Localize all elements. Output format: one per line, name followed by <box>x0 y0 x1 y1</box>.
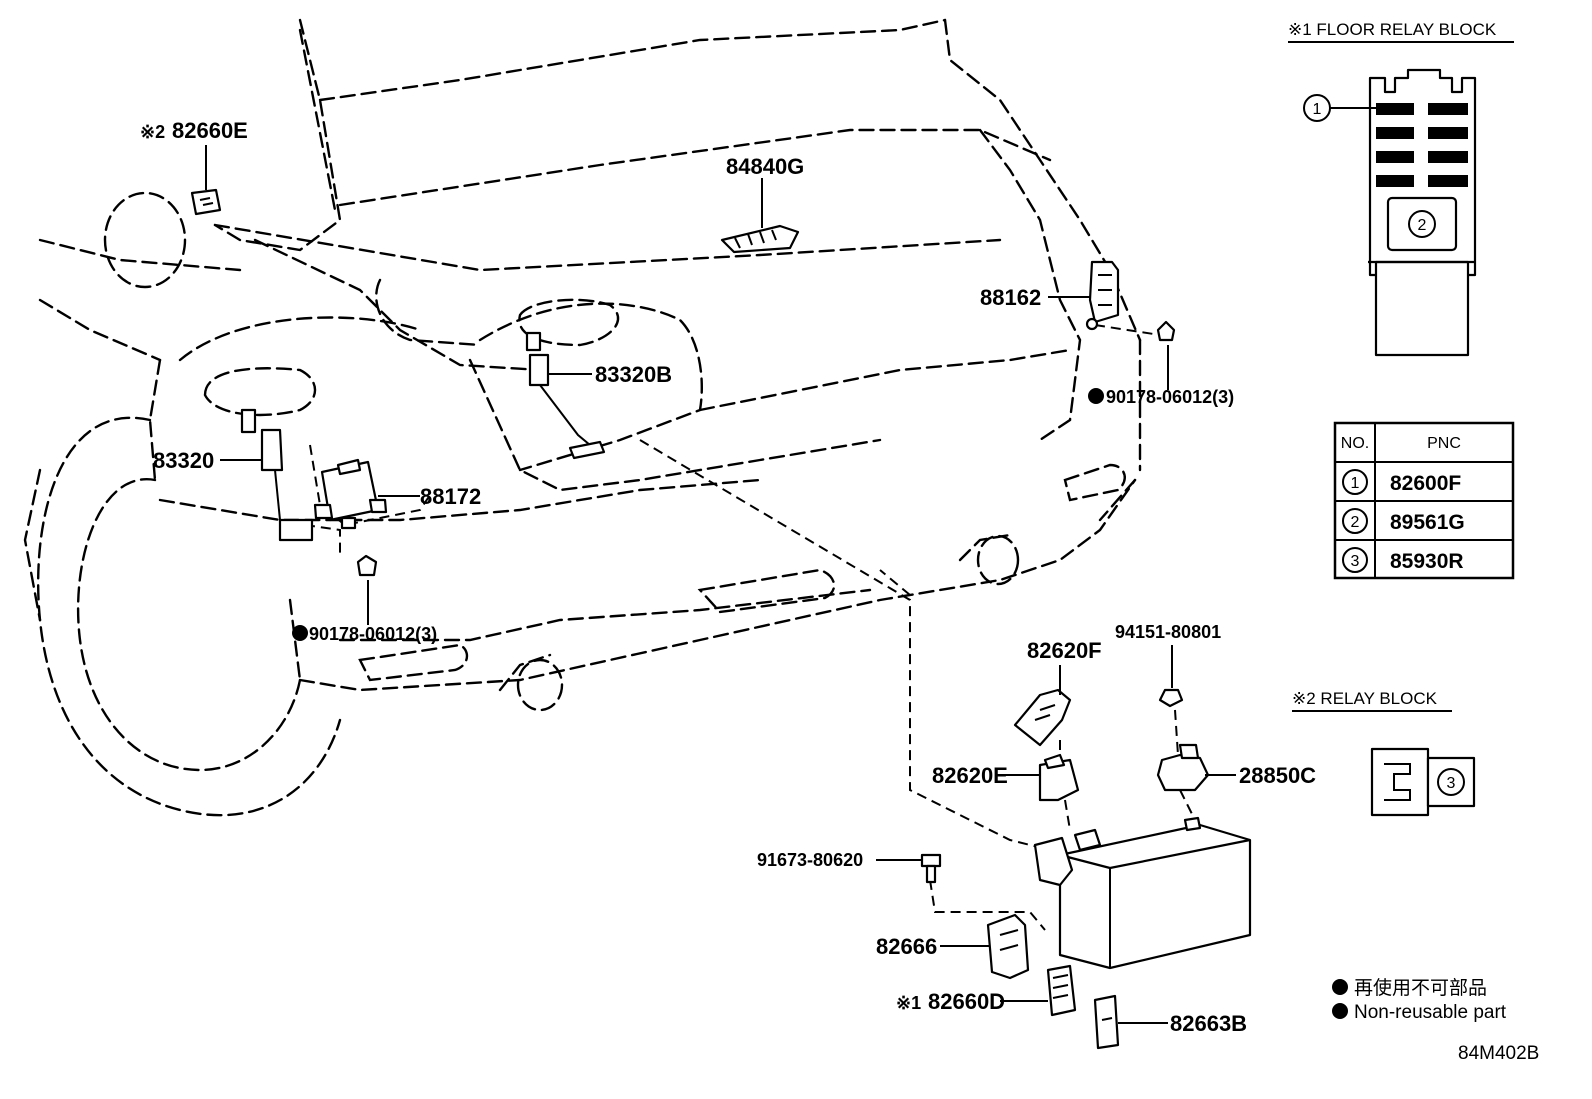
pnc-table-header-no: NO. <box>1341 435 1369 452</box>
sensor-83320B-part <box>525 331 606 460</box>
pnc-row-2-pnc: 89561G <box>1390 511 1465 534</box>
relay-28850C-part <box>1156 743 1210 792</box>
relay-slots <box>1376 103 1468 187</box>
nut-90178-left-part <box>356 554 378 577</box>
callout-82660E: 82660E <box>172 118 248 143</box>
connector-82620E-part <box>1038 753 1080 802</box>
callout-82660E-mark: ※2 <box>140 122 165 142</box>
callout-82620E: 82620E <box>932 763 1008 788</box>
vehicle-body-outline <box>23 18 1142 817</box>
diagram-code: 84M402B <box>1458 1043 1539 1064</box>
marker-3-label: 3 <box>1447 775 1456 792</box>
relay-block-inset: ※2 RELAY BLOCK 3 <box>1292 689 1476 817</box>
pnc-row-3-pnc: 85930R <box>1390 550 1464 573</box>
legend-english: Non-reusable part <box>1354 1002 1507 1023</box>
callout-82663B: 82663B <box>1170 1011 1247 1036</box>
pnc-row-1-pnc: 82600F <box>1390 472 1461 495</box>
marker-2-label: 2 <box>1418 217 1427 234</box>
sensor-88162-part <box>1085 260 1120 331</box>
pnc-row-1-no: 1 <box>1351 475 1360 492</box>
non-reusable-dot-left <box>292 625 308 641</box>
pnc-table-header-pnc: PNC <box>1427 435 1461 452</box>
callout-88172: 88172 <box>420 484 481 509</box>
battery-part <box>1033 816 1252 970</box>
pnc-row-2-no: 2 <box>1351 514 1360 531</box>
marker-1-circle <box>1303 94 1331 122</box>
nut-94151-part <box>1158 688 1184 708</box>
callout-94151: 94151-80801 <box>1115 622 1221 642</box>
relay-82660E-part <box>190 188 222 216</box>
callout-82666: 82666 <box>876 934 937 959</box>
switch-84840G-part <box>720 224 800 254</box>
nut-90178-right-part <box>1156 320 1176 342</box>
pnc-table: NO. PNC 1 82600F 2 89561G 3 85930R <box>1333 421 1515 580</box>
relay-block-title: ※2 RELAY BLOCK <box>1292 689 1438 708</box>
callout-91673: 91673-80620 <box>757 850 863 870</box>
floor-relay-block-inset: ※1 FLOOR RELAY BLOCK 1 2 <box>1288 20 1514 357</box>
sensor-83320-part <box>240 408 314 542</box>
callout-88162: 88162 <box>980 285 1041 310</box>
leader-lines <box>205 145 1236 1024</box>
callout-90178-right: 90178-06012(3) <box>1106 387 1234 407</box>
cover-82666-part <box>986 913 1030 980</box>
callout-82660D: 82660D <box>928 989 1005 1014</box>
legend: 再使用不可部品 Non-reusable part <box>1332 977 1507 1023</box>
callout-labels: ※2 82660E 84840G 88162 83320B 90178-0601… <box>140 118 1316 1036</box>
marker-1-label: 1 <box>1313 101 1322 118</box>
callout-83320: 83320 <box>153 448 214 473</box>
callout-28850C: 28850C <box>1239 763 1316 788</box>
callout-82660D-mark: ※1 <box>896 993 921 1013</box>
label-82663B-part <box>1093 994 1120 1050</box>
callout-84840G: 84840G <box>726 154 804 179</box>
callout-83320B: 83320B <box>595 362 672 387</box>
bolt-91673-part <box>920 853 942 884</box>
relay-block-82660D-part <box>1046 964 1077 1017</box>
floor-relay-block-title: ※1 FLOOR RELAY BLOCK <box>1288 20 1497 39</box>
callout-82620F: 82620F <box>1027 638 1102 663</box>
callout-90178-left: 90178-06012(3) <box>309 624 437 644</box>
control-unit-88172-part <box>313 458 388 530</box>
marker-2-circle <box>1408 210 1436 238</box>
pnc-row-3-no: 3 <box>1351 553 1360 570</box>
non-reusable-dot-right <box>1088 388 1104 404</box>
legend-japanese: 再使用不可部品 <box>1354 977 1487 999</box>
marker-3-circle <box>1437 768 1465 796</box>
bracket-82620F-part <box>1013 688 1072 747</box>
